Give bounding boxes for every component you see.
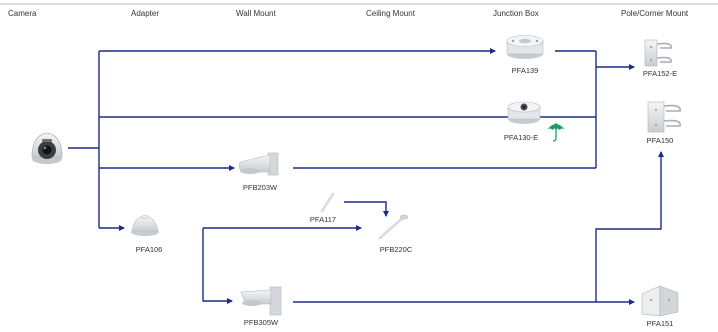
header-camera: Camera	[8, 9, 37, 18]
column-headers: Camera Adapter Wall Mount Ceiling Mount …	[8, 9, 689, 18]
pfa130e-product	[507, 101, 541, 124]
pfa117-product	[320, 192, 335, 213]
pfa150-product	[647, 101, 681, 133]
connector-to-pfa150	[595, 151, 664, 302]
pfa152e-label: PFA152-E	[643, 69, 677, 78]
pfa150-label: PFA150	[647, 136, 674, 145]
pfb220c-product	[378, 214, 409, 240]
umbrella-icon	[547, 123, 565, 142]
connector-lines	[68, 48, 664, 305]
pfa139-label: PFA139	[512, 66, 539, 75]
header-wall-mount: Wall Mount	[236, 9, 276, 18]
header-adapter: Adapter	[131, 9, 159, 18]
header-pole-corner-mount: Pole/Corner Mount	[621, 9, 689, 18]
connector-pfa117-to-pfb220c	[344, 201, 389, 217]
pfb305w-product	[240, 286, 282, 316]
camera-product	[31, 132, 63, 164]
pfa151-label: PFA151	[647, 319, 674, 328]
pfb203w-label: PFB203W	[243, 183, 278, 192]
pfb203w-product	[239, 152, 279, 176]
pfa106-label: PFA106	[136, 245, 163, 254]
pfb220c-label: PFB220C	[380, 245, 413, 254]
pfa152e-product	[644, 39, 673, 67]
pfb305w-label: PFB305W	[244, 318, 279, 327]
header-ceiling-mount: Ceiling Mount	[366, 9, 416, 18]
pfa130e-label: PFA130-E	[504, 133, 538, 142]
connector-pfa106-to-pfb305w	[202, 228, 233, 304]
pfa117-label: PFA117	[310, 215, 336, 224]
pfa151-product	[641, 285, 679, 317]
pfa139-product	[506, 35, 544, 59]
header-junction-box: Junction Box	[493, 9, 539, 18]
pfa106-product	[131, 215, 159, 236]
